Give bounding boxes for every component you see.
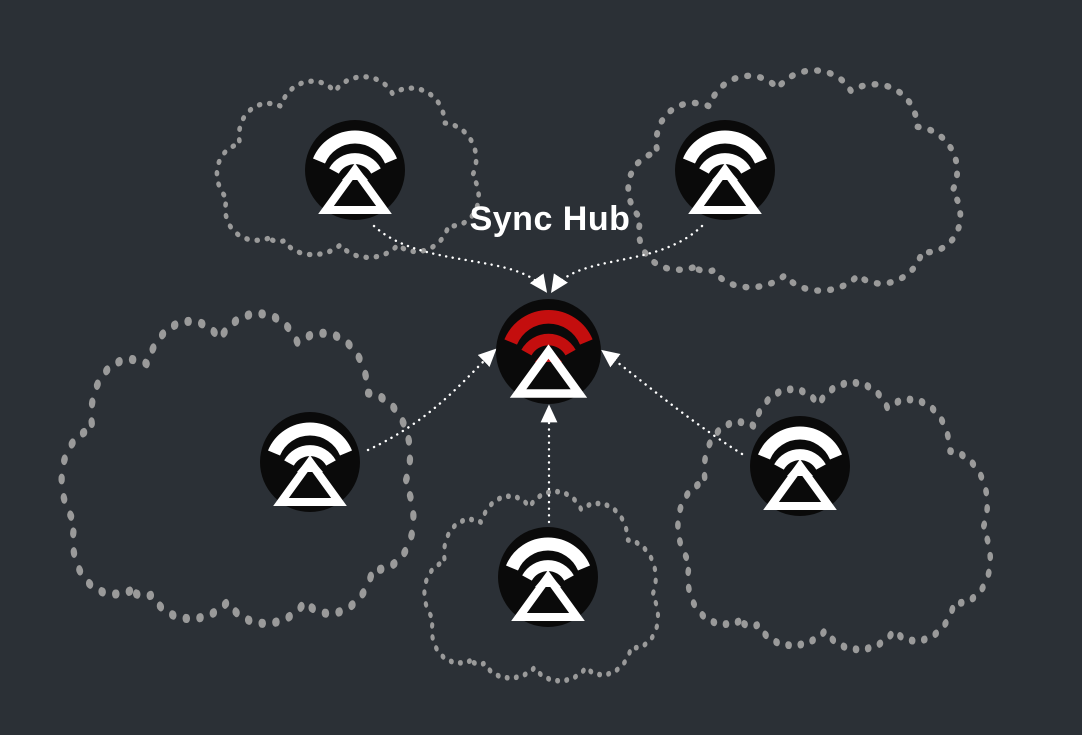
cloud-mid-left xyxy=(62,314,414,624)
arrow-mid-right-to-hub xyxy=(601,349,744,456)
device-node-mid-right xyxy=(750,416,850,516)
device-node-top-left xyxy=(305,120,405,220)
device-node-mid-left xyxy=(260,412,360,512)
device-node-top-right xyxy=(675,120,775,220)
device-node-bottom-center xyxy=(498,527,598,627)
hub-node xyxy=(496,299,601,404)
cloud-mid-right xyxy=(678,383,990,650)
arrow-mid-left-to-hub xyxy=(366,348,497,452)
diagram-title: Sync Hub xyxy=(469,200,631,238)
